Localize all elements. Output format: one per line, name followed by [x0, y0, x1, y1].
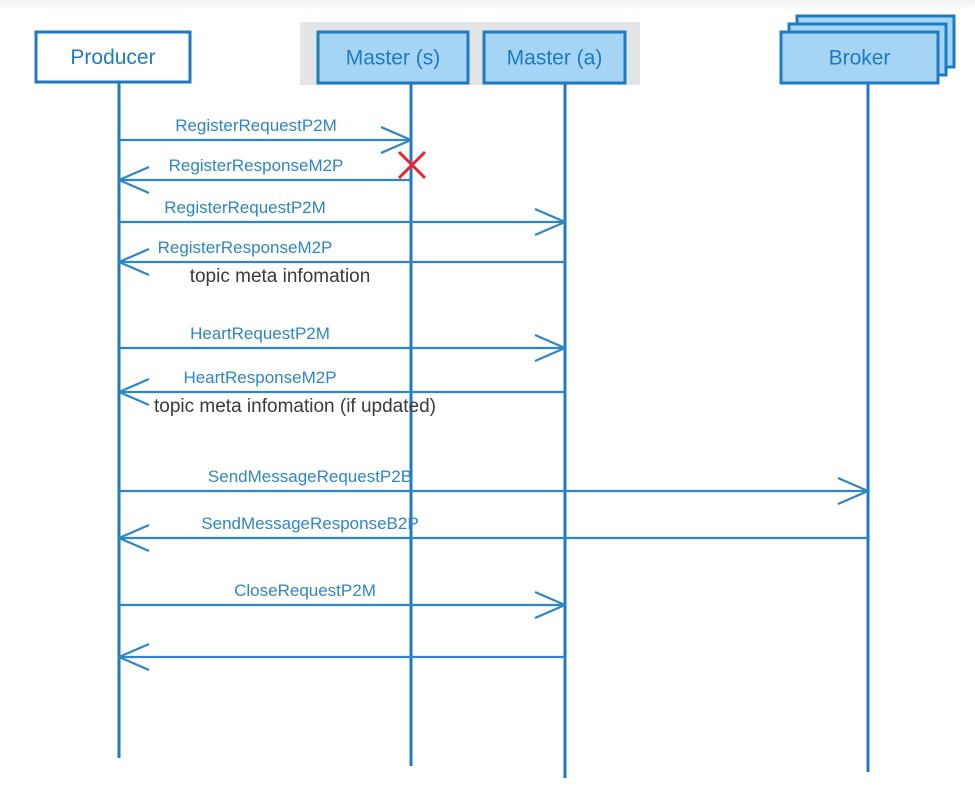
- actor-master-s-label: Master (s): [346, 47, 441, 70]
- message-m4[interactable]: RegisterResponseM2P topic meta infomation: [118, 238, 565, 287]
- message-m9[interactable]: CloseRequestP2M: [119, 581, 566, 620]
- message-m2-head-stroke-2: [118, 178, 150, 195]
- actor-master-s-box[interactable]: [316, 30, 470, 85]
- message-m7-head-stroke-2: [837, 489, 869, 506]
- message-m1-label: RegisterRequestP2M: [175, 116, 337, 135]
- actor-boxes-group: Producer Master (s) Master (a) Broker: [34, 14, 956, 85]
- message-m9-head-stroke-2: [534, 603, 566, 620]
- actor-producer[interactable]: Producer: [34, 30, 192, 84]
- message-m4-note: topic meta infomation: [190, 266, 371, 287]
- message-m8[interactable]: SendMessageResponseB2P: [118, 514, 868, 553]
- actor-master-a-label: Master (a): [507, 47, 603, 70]
- message-m5-head-stroke-2: [534, 346, 566, 363]
- actor-master-a[interactable]: Master (a): [482, 30, 627, 85]
- message-m7[interactable]: SendMessageRequestP2B: [119, 467, 869, 506]
- message-m8-head-stroke-2: [118, 536, 150, 553]
- message-m10-head-stroke-1: [118, 642, 150, 659]
- message-m9-head-stroke-1: [534, 590, 566, 607]
- message-m5-head-stroke-1: [534, 333, 566, 350]
- message-m6-label: HeartResponseM2P: [183, 368, 336, 387]
- message-m3-head-stroke-2: [534, 220, 566, 237]
- actor-broker[interactable]: Broker: [779, 14, 956, 85]
- message-m1-head-stroke-1: [380, 125, 412, 142]
- actor-broker-label: Broker: [829, 47, 891, 70]
- message-m5-label: HeartRequestP2M: [190, 324, 330, 343]
- message-m9-label: CloseRequestP2M: [234, 581, 376, 600]
- message-m3-head-stroke-1: [534, 207, 566, 224]
- actor-master-s[interactable]: Master (s): [316, 30, 470, 85]
- actor-producer-box[interactable]: [34, 30, 192, 84]
- message-m3[interactable]: RegisterRequestP2M: [119, 198, 566, 237]
- message-m6-note: topic meta infomation (if updated): [154, 396, 436, 417]
- message-m10[interactable]: [118, 642, 565, 672]
- message-m2-head-stroke-1: [118, 165, 150, 182]
- top-edge-strip: [0, 0, 975, 10]
- actor-master-a-box[interactable]: [482, 30, 627, 85]
- message-m4-head-stroke-1: [118, 247, 150, 264]
- markers-group: [397, 150, 427, 180]
- message-m6-head-stroke-2: [118, 390, 150, 407]
- message-m3-label: RegisterRequestP2M: [164, 198, 326, 217]
- message-m4-label: RegisterResponseM2P: [158, 238, 333, 257]
- message-m6-head-stroke-1: [118, 377, 150, 394]
- master-s-failure-marker: [397, 150, 427, 180]
- message-m1[interactable]: RegisterRequestP2M: [119, 116, 412, 155]
- message-m2-label: RegisterResponseM2P: [169, 156, 344, 175]
- message-m4-head-stroke-2: [118, 260, 150, 277]
- messages-group: RegisterRequestP2MRegisterResponseM2PReg…: [118, 116, 869, 672]
- message-m10-head-stroke-2: [118, 655, 150, 672]
- message-m7-head-stroke-1: [837, 476, 869, 493]
- message-m7-label: SendMessageRequestP2B: [208, 467, 412, 486]
- message-m5[interactable]: HeartRequestP2M: [119, 324, 566, 363]
- message-m1-head-stroke-2: [380, 138, 412, 155]
- actor-producer-label: Producer: [70, 46, 155, 69]
- message-m8-head-stroke-1: [118, 523, 150, 540]
- message-m8-label: SendMessageResponseB2P: [201, 514, 418, 533]
- lifelines-group: [117, 82, 870, 778]
- message-m2[interactable]: RegisterResponseM2P: [118, 156, 411, 195]
- master-s-failure-stroke-2: [397, 150, 427, 180]
- actor-broker-box[interactable]: [779, 30, 940, 85]
- message-m6[interactable]: HeartResponseM2P topic meta infomation (i…: [118, 368, 565, 417]
